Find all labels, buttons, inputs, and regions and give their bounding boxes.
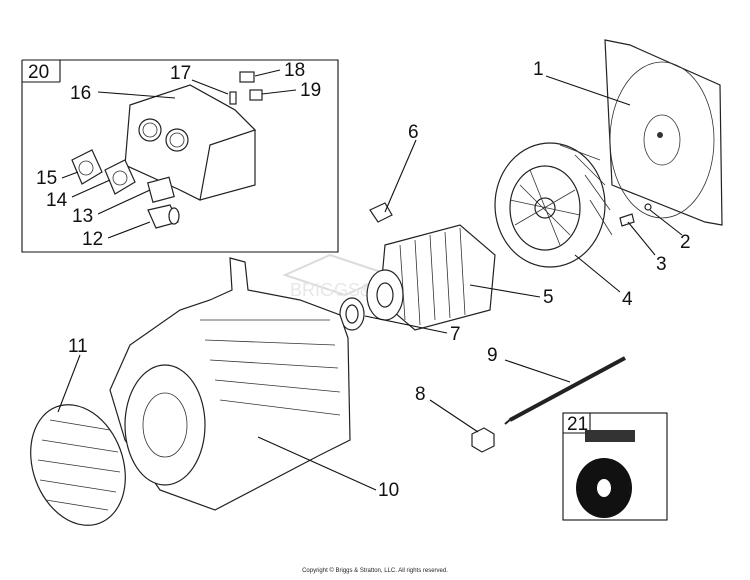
callout-19: 19 — [300, 80, 321, 101]
screw-part — [619, 203, 652, 227]
callout-15: 15 — [36, 168, 57, 189]
callout-9: 9 — [487, 345, 498, 366]
small-fastener-parts — [229, 71, 263, 105]
callout-6: 6 — [408, 122, 419, 143]
callout-16: 16 — [70, 83, 91, 104]
callout-5: 5 — [543, 287, 554, 308]
callout-11: 11 — [68, 336, 88, 357]
outlet-receptacle — [104, 159, 136, 195]
nut — [471, 427, 495, 453]
callout-4: 4 — [622, 289, 633, 310]
callout-17: 17 — [170, 63, 191, 84]
callout-18: 18 — [284, 60, 305, 81]
rotor — [366, 224, 496, 331]
leader-lines — [57, 69, 683, 491]
end-cover-grill — [30, 404, 126, 526]
control-panel-housing — [124, 84, 257, 201]
through-bolt — [504, 356, 626, 425]
outlet-receptacle — [71, 149, 103, 185]
callout-12: 12 — [82, 229, 103, 250]
callout-8: 8 — [415, 384, 426, 405]
callout-2: 2 — [680, 232, 691, 253]
callout-21: 21 — [567, 414, 588, 435]
callout-13: 13 — [72, 206, 93, 227]
callout-14: 14 — [46, 190, 68, 211]
bearing — [339, 297, 365, 331]
callout-7: 7 — [450, 324, 461, 345]
callout-10: 10 — [378, 480, 399, 501]
callout-1: 1 — [533, 59, 544, 80]
circuit-breaker — [147, 176, 175, 203]
stator-housing — [109, 257, 351, 511]
cooling-fan — [494, 142, 613, 268]
callout-labels: 1 2 3 4 5 6 7 8 9 10 11 12 13 14 15 16 1… — [28, 59, 691, 501]
callout-3: 3 — [656, 254, 667, 275]
inset-control-panel-box — [21, 59, 339, 253]
screw-part — [369, 202, 393, 223]
inset-box-21 — [562, 412, 668, 521]
copyright-notice: Copyright © Briggs & Stratton, LLC. All … — [302, 568, 448, 574]
callout-20: 20 — [28, 62, 49, 83]
back-plate — [604, 39, 723, 226]
sleeve-part — [147, 204, 180, 229]
